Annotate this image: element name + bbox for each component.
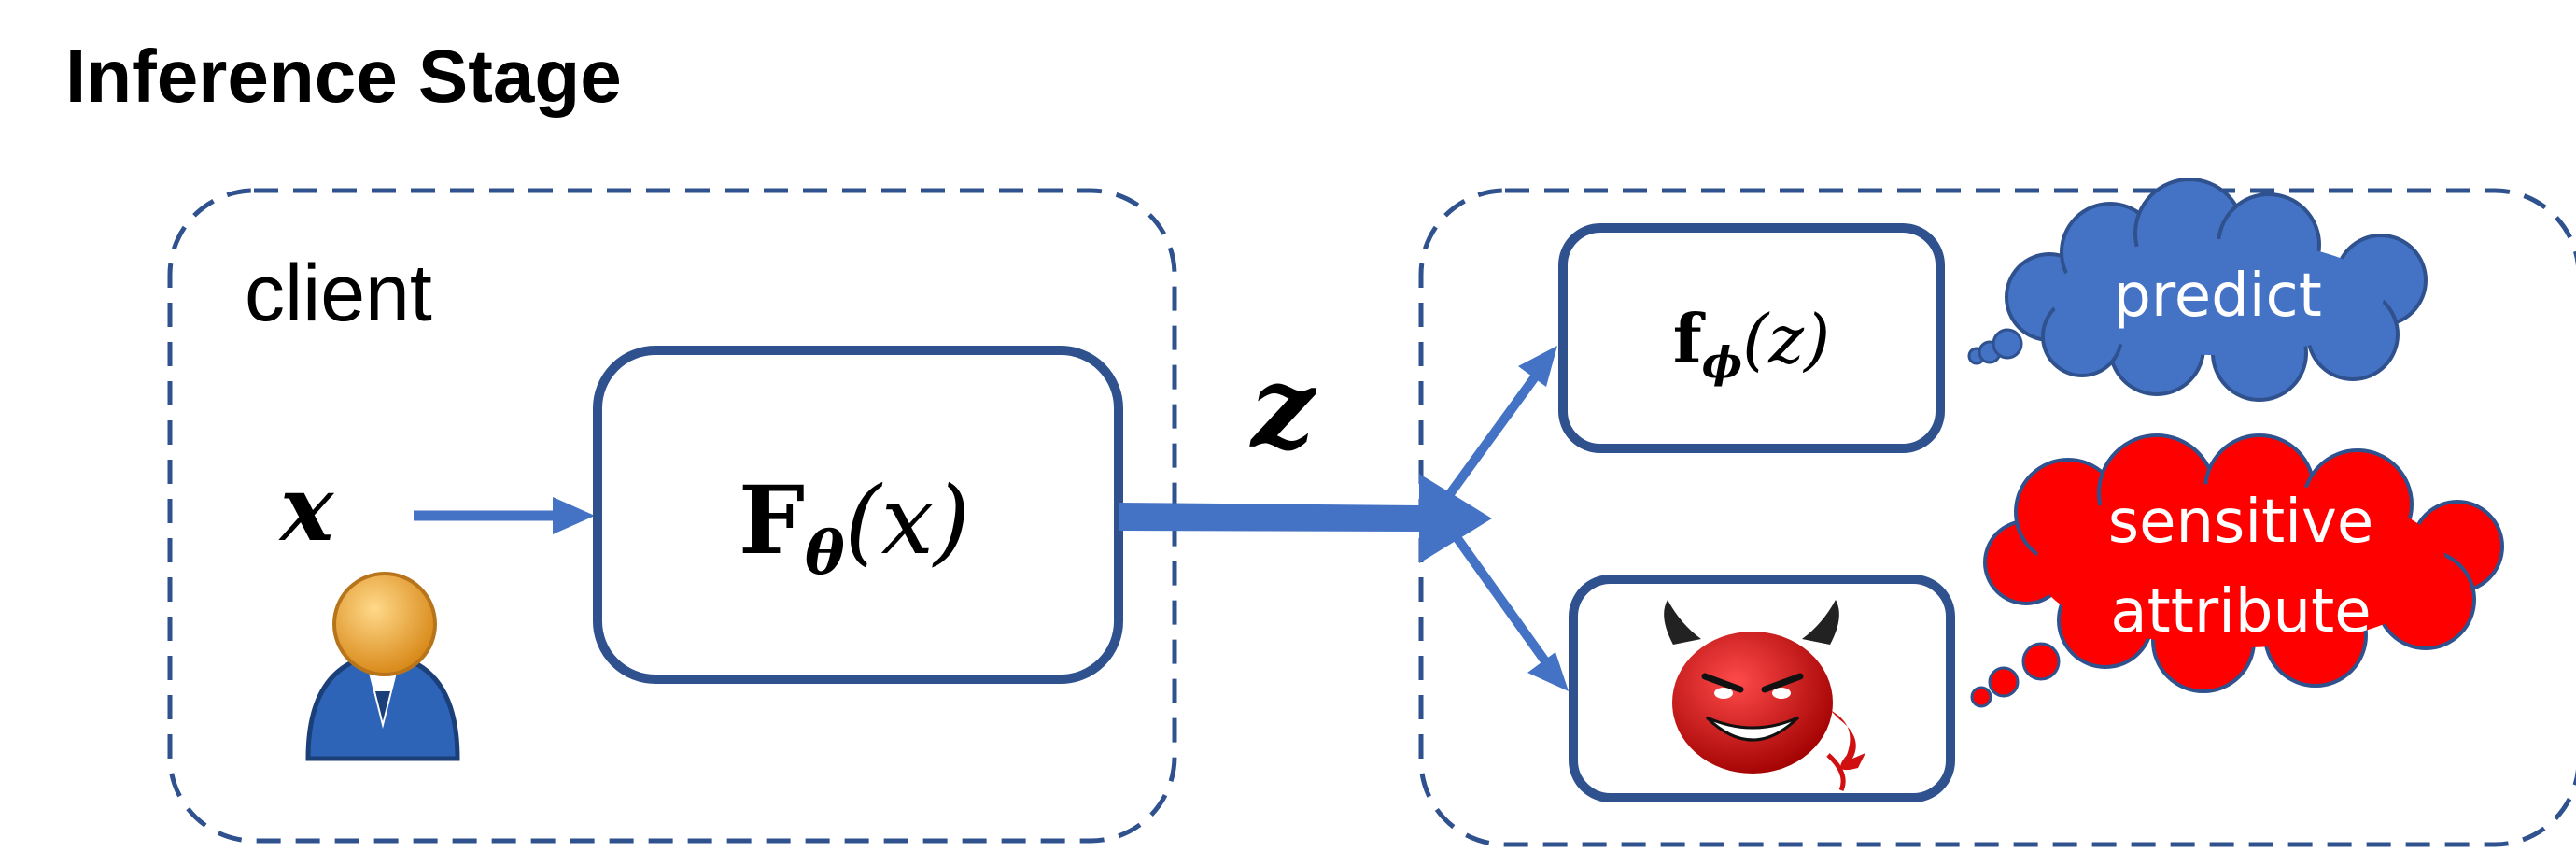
user-icon <box>305 572 460 761</box>
sensitive-bubble-dot <box>1988 666 2020 698</box>
encoder-function: F <box>739 465 805 575</box>
input-arrowhead <box>553 497 595 534</box>
predict-branch-arrowhead <box>1518 346 1557 387</box>
client-label: client <box>245 248 432 338</box>
attack-branch-arrow <box>1452 534 1553 668</box>
sensitive-cloud <box>1983 433 2504 693</box>
sensitive-bubble-dot <box>1970 686 1992 708</box>
embedding-label: z <box>1249 342 1317 474</box>
predict-cloud <box>2005 178 2428 402</box>
attack-branch-arrowhead <box>1527 652 1569 691</box>
head-box <box>1558 223 1945 453</box>
head-label: fϕ(z) <box>1673 299 1830 388</box>
head-argument: (z) <box>1742 300 1830 378</box>
page-title: Inference Stage <box>65 35 622 118</box>
predict-bubble-dot <box>1992 328 2023 360</box>
sensitive-cloud-text-line2: attribute <box>2110 577 2371 646</box>
input-label: x <box>278 456 335 561</box>
predict-branch-arrow <box>1444 369 1543 498</box>
head-subscript: ϕ <box>1702 337 1742 388</box>
head-function: f <box>1673 299 1706 378</box>
embedding-arrow <box>1119 474 1492 563</box>
encoder-label: Fθ(x) <box>739 465 970 589</box>
client-region <box>167 188 1177 844</box>
sensitive-cloud-text-line1: sensitive <box>2108 488 2374 557</box>
predict-cloud-text: predict <box>2113 262 2322 331</box>
sensitive-bubble-dot <box>2021 642 2061 681</box>
encoder-subscript: θ <box>805 518 845 589</box>
devil-icon <box>1664 600 1865 792</box>
encoder-argument: (x) <box>845 466 970 575</box>
